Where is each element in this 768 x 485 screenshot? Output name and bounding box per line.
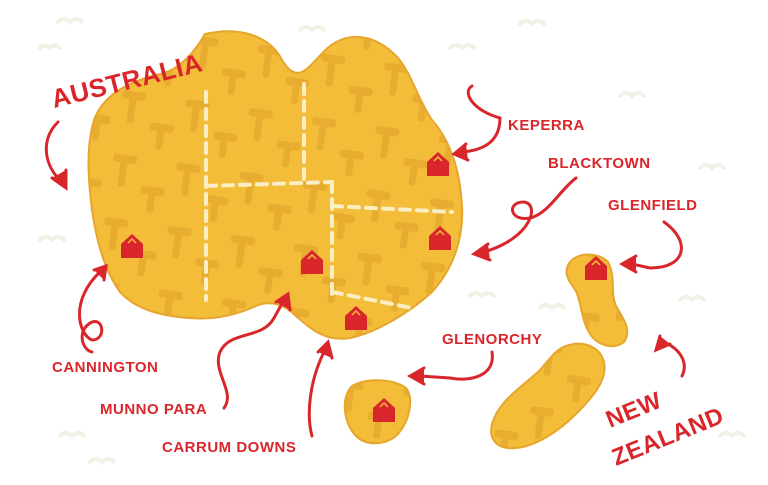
location-label-munno-para[interactable]: MUNNO PARA: [100, 401, 207, 418]
arrow-icon: [307, 350, 326, 438]
arrowhead-icon: [653, 334, 672, 353]
location-label-glenfield[interactable]: GLENFIELD: [608, 197, 698, 214]
store-marker-icon[interactable]: [427, 152, 449, 176]
arrowhead-icon: [618, 254, 638, 274]
nz-north-island: [565, 253, 629, 348]
arrowhead-icon: [92, 263, 108, 282]
store-markers: [121, 152, 607, 422]
location-label-carrum-downs[interactable]: CARRUM DOWNS: [162, 439, 296, 456]
arrow-icon: [44, 120, 64, 184]
location-label-blacktown[interactable]: BLACKTOWN: [548, 155, 651, 172]
store-marker-icon[interactable]: [429, 226, 451, 250]
arrowhead-icon: [50, 168, 68, 191]
store-marker-icon[interactable]: [301, 250, 323, 274]
australia-landmass: [87, 30, 464, 340]
store-marker-icon[interactable]: [373, 398, 395, 422]
arrowhead-icon: [406, 366, 426, 386]
arrowhead-icon: [470, 242, 492, 262]
arrowhead-icon: [451, 142, 470, 162]
location-label-glenorchy[interactable]: GLENORCHY: [442, 331, 542, 348]
arrow-icon: [466, 84, 502, 120]
location-label-keperra[interactable]: KEPERRA: [508, 117, 585, 134]
state-borders: [204, 82, 454, 310]
arrow-icon: [460, 116, 502, 154]
arrow-icon: [630, 220, 683, 270]
arrow-icon: [482, 176, 578, 254]
store-marker-icon[interactable]: [345, 306, 367, 330]
arrow-icon: [662, 340, 686, 378]
store-marker-icon[interactable]: [585, 256, 607, 280]
arrowhead-icon: [316, 339, 334, 360]
store-marker-icon[interactable]: [121, 234, 143, 258]
arrow-icon: [418, 350, 494, 381]
arrowhead-icon: [274, 291, 292, 312]
pointer-arrows: [44, 84, 686, 438]
arrow-icon: [216, 298, 286, 410]
arrow-icon: [78, 270, 104, 354]
location-label-cannington[interactable]: CANNINGTON: [52, 359, 158, 376]
nz-south-island: [490, 342, 606, 450]
background-clouds: [38, 17, 746, 465]
